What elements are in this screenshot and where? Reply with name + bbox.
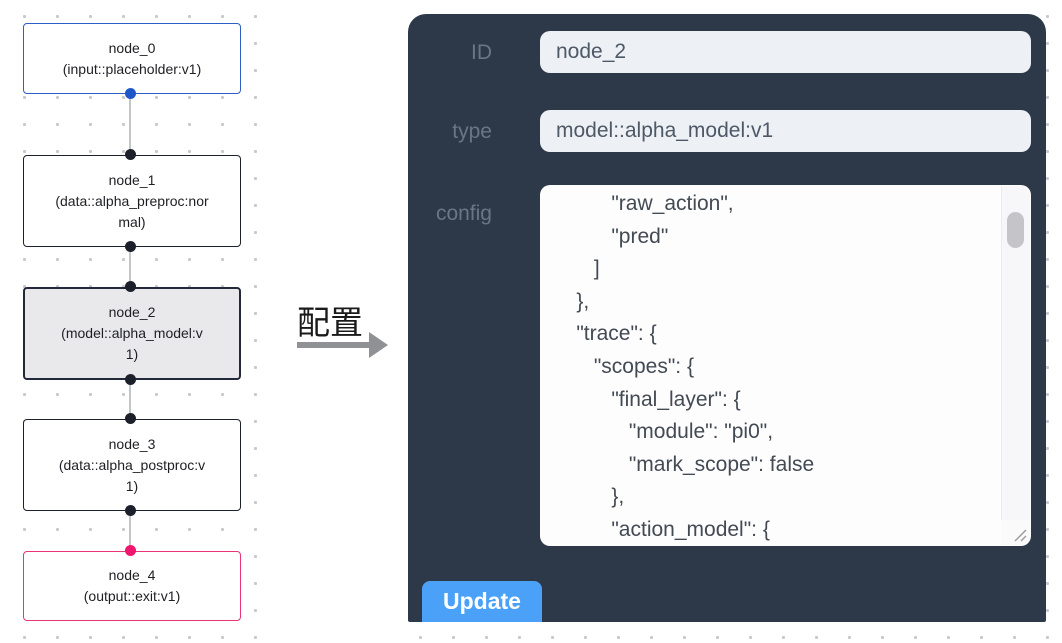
node-config-panel: ID type config "raw_action", "pred" ] },… bbox=[408, 14, 1046, 622]
type-input[interactable] bbox=[540, 110, 1031, 152]
flow-node-node_3[interactable]: node_3 (data::alpha_postproc:v1) bbox=[23, 419, 241, 511]
config-textarea[interactable]: "raw_action", "pred" ] }, "trace": { "sc… bbox=[540, 185, 1031, 546]
scrollbar-thumb[interactable] bbox=[1007, 212, 1024, 248]
id-input[interactable] bbox=[540, 31, 1031, 73]
node-title: node_4 bbox=[108, 567, 156, 583]
config-arrow-head bbox=[369, 332, 388, 358]
node-subtitle: (model::alpha_model:v1) bbox=[61, 325, 203, 362]
port-node_4-input[interactable] bbox=[125, 545, 136, 556]
config-field-label: config bbox=[435, 202, 492, 225]
node-title: node_3 bbox=[108, 435, 156, 452]
node-title: node_1 bbox=[108, 171, 156, 188]
resize-handle-icon[interactable] bbox=[1001, 520, 1030, 545]
node-title: node_2 bbox=[108, 304, 156, 320]
port-node_0-output[interactable] bbox=[125, 88, 136, 99]
flow-node-node_2-selected[interactable]: node_2 (model::alpha_model:v1) bbox=[23, 287, 241, 380]
flow-node-node_1[interactable]: node_1 (data::alpha_preproc:normal) bbox=[23, 155, 241, 247]
port-node_2-output[interactable] bbox=[125, 374, 136, 385]
white-divider-strip bbox=[257, 0, 392, 643]
port-node_1-output[interactable] bbox=[125, 241, 136, 252]
id-field-label: ID bbox=[471, 41, 492, 64]
node-title: node_0 bbox=[108, 39, 156, 56]
port-node_3-output[interactable] bbox=[125, 505, 136, 516]
flow-node-node_4[interactable]: node_4 (output::exit:v1) bbox=[23, 551, 241, 621]
config-annotation-label: 配置 bbox=[297, 304, 363, 341]
type-field-label: type bbox=[452, 120, 492, 143]
config-arrow bbox=[297, 342, 370, 348]
config-textarea-container: "raw_action", "pred" ] }, "trace": { "sc… bbox=[540, 185, 1031, 546]
port-node_3-input[interactable] bbox=[125, 413, 136, 424]
flow-node-node_0[interactable]: node_0 (input::placeholder:v1) bbox=[23, 23, 241, 94]
node-subtitle: (input::placeholder:v1) bbox=[62, 60, 202, 77]
update-button[interactable]: Update bbox=[422, 581, 542, 622]
port-node_1-input[interactable] bbox=[125, 149, 136, 160]
node-subtitle: (output::exit:v1) bbox=[83, 588, 181, 604]
node-subtitle: (data::alpha_postproc:v1) bbox=[58, 456, 206, 494]
port-node_2-input[interactable] bbox=[125, 281, 136, 292]
node-subtitle: (data::alpha_preproc:normal) bbox=[55, 192, 209, 230]
